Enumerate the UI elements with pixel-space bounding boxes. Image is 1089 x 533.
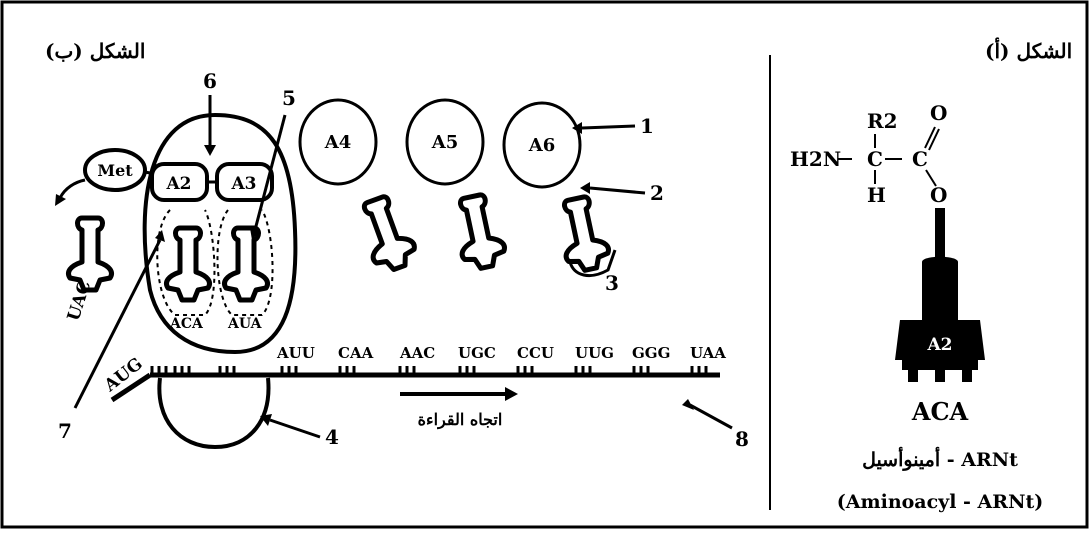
met-label: Met: [97, 161, 133, 180]
anticodon-uac: UAC: [64, 278, 96, 323]
a4-label: A4: [324, 132, 352, 153]
codon-3: AAC: [399, 344, 435, 362]
anticodon-bracket: [568, 249, 617, 278]
codon-1: AUU: [276, 344, 315, 362]
codon-5: CCU: [517, 344, 554, 362]
trna-amino-acid-label: A2: [926, 335, 952, 355]
release-arrowhead: [55, 194, 66, 206]
label-1: 1: [640, 114, 654, 138]
label-6: 6: [203, 69, 217, 93]
codon-8: UAA: [690, 344, 726, 362]
panel-b-title: الشكل (ب): [45, 39, 145, 63]
codon-7: GGG: [632, 344, 670, 362]
site-a: [216, 209, 274, 316]
trna-aca: [167, 228, 210, 300]
callout-lines: [73, 95, 733, 439]
formula-o-double: O: [930, 101, 947, 125]
codon-6: UUG: [575, 344, 614, 362]
trna-a4: [355, 192, 420, 274]
met-circle: [83, 148, 147, 192]
label-7: 7: [58, 419, 72, 443]
panel-a-title: الشكل (أ): [985, 37, 1072, 63]
aminoacyl-name-ar: أمينوأسيل - ARNt: [862, 446, 1018, 471]
released-trna: [69, 218, 112, 290]
label-8: 8: [735, 427, 749, 451]
label-3: 3: [605, 271, 619, 295]
a3-label: A3: [230, 174, 256, 194]
formula-h2n: H2N: [790, 147, 841, 171]
ribosome-small-subunit: [157, 377, 271, 450]
callout-arrowheads: [155, 122, 694, 426]
codon-2: CAA: [338, 344, 374, 362]
formula-r2: R2: [867, 109, 898, 133]
formula-c1: C: [867, 147, 883, 171]
label-5: 5: [282, 86, 296, 110]
reading-direction-label: اتجاه القراءة: [418, 410, 503, 430]
trna-aua: [225, 228, 268, 300]
a4-circle: [298, 98, 378, 186]
label-2: 2: [650, 181, 664, 205]
trna-a6: [555, 194, 612, 273]
release-arrow: [58, 178, 86, 199]
formula-h: H: [867, 183, 886, 207]
label-4: 4: [325, 425, 339, 449]
formula-o-ester: O: [930, 183, 947, 207]
a6-circle: [502, 101, 582, 189]
mrna-5prime: [110, 372, 152, 403]
reading-arrowhead: [505, 387, 518, 401]
a6-label: A6: [528, 135, 556, 156]
ribosome-large-subunit: [142, 112, 298, 355]
formula-c2: C: [912, 147, 928, 171]
aminoacyl-trna: [895, 208, 985, 382]
mrna-codon-ticks: [150, 366, 708, 375]
codon-4: UGC: [458, 344, 496, 362]
anticodon-aca: ACA: [169, 316, 204, 332]
trna-a5: [451, 192, 508, 271]
aminoacyl-name-en: (Aminoacyl - ARNt): [837, 491, 1043, 513]
a2-label: A2: [165, 174, 191, 194]
amino-acid-formula: R2 H2N C C H O O: [790, 101, 947, 207]
a5-circle: [405, 98, 485, 186]
anticodon-aua: AUA: [227, 316, 263, 332]
trna-anticodon-label: ACA: [911, 397, 969, 426]
a5-label: A5: [431, 132, 459, 153]
site-p: [156, 209, 216, 316]
